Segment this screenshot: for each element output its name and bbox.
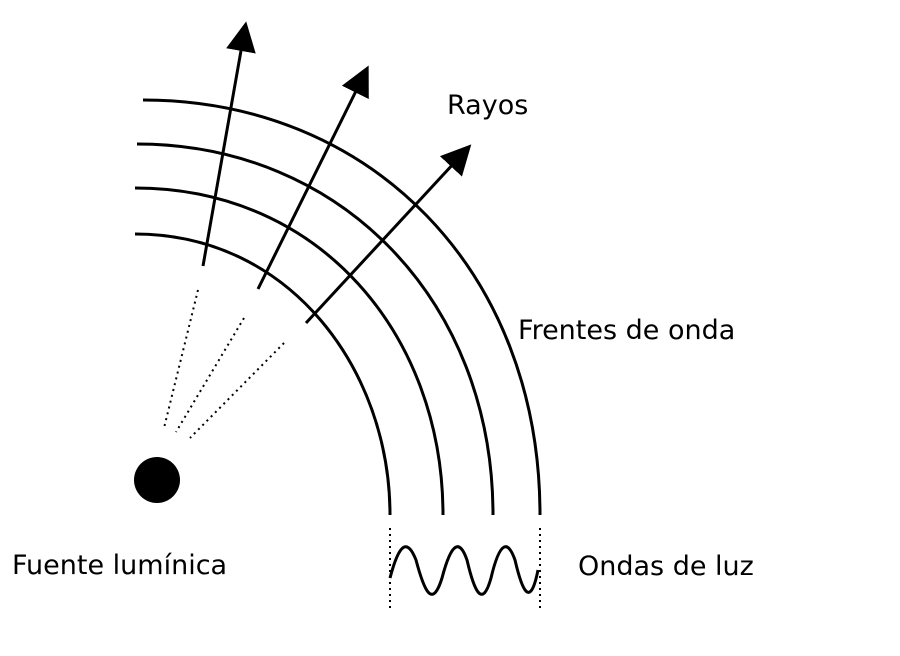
- rays: [201, 21, 472, 325]
- ray-extension-1: [163, 289, 199, 429]
- ray-2: [256, 65, 369, 290]
- ray-extension-2: [175, 317, 245, 433]
- wavefront-arc-1: [134, 232, 392, 516]
- wavefront-arc-2: [134, 186, 445, 516]
- ray-1: [201, 21, 256, 267]
- light-source-label: Fuente lumínica: [12, 550, 228, 581]
- wavefronts: [134, 98, 542, 516]
- wavefronts-label: Frentes de onda: [518, 315, 736, 346]
- wavefront-arc-3: [136, 142, 495, 516]
- rays-label: Rayos: [447, 90, 529, 121]
- ray-3: [304, 144, 472, 325]
- wave-boundaries: [389, 528, 541, 612]
- ray-extension-3: [189, 342, 285, 439]
- ray-extensions: [163, 289, 285, 439]
- light-source-dot: [134, 457, 180, 503]
- light-wave-sine: [388, 545, 540, 596]
- wavefront-arc-4: [142, 98, 542, 516]
- light-waves-label: Ondas de luz: [578, 551, 754, 582]
